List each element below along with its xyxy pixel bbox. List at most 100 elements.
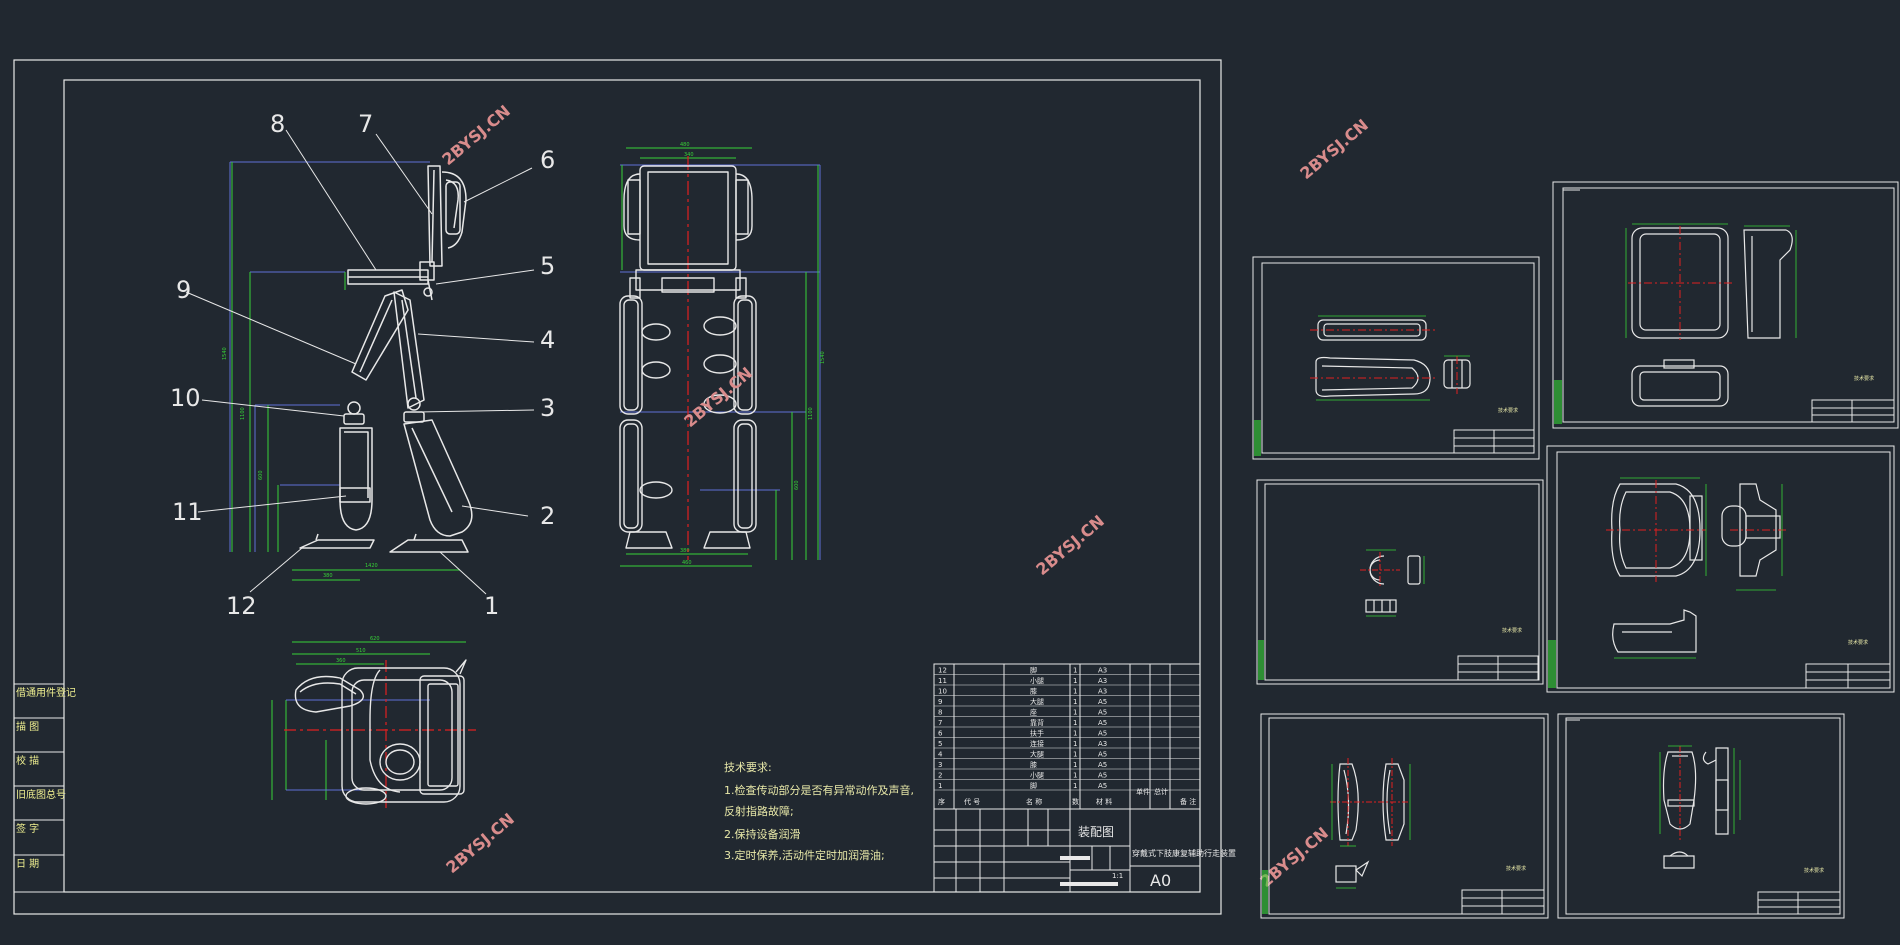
bom-cell-size: A3 [1098, 740, 1107, 748]
bom-cell-no: 3 [938, 761, 942, 769]
bom-cell-no: 2 [938, 772, 942, 780]
svg-text:620: 620 [370, 636, 380, 642]
stamp-label: 借通用件登记 [16, 686, 76, 699]
bom-cell-qty: 1 [1073, 751, 1077, 759]
detail-sheet-4: 技术要求 [1546, 445, 1895, 693]
detail-sheet-note: 技术要求 [1506, 865, 1526, 872]
bom-cell-size: A5 [1098, 761, 1107, 769]
svg-text:600: 600 [258, 470, 264, 480]
bom-cell-no: 11 [938, 677, 947, 685]
bom-cell-size: A3 [1098, 677, 1107, 685]
bom-cell-size: A3 [1098, 667, 1107, 675]
part-number: 8 [270, 110, 285, 138]
bom-header-cell: 序 [938, 797, 945, 806]
detail-sheet-note: 技术要求 [1848, 639, 1868, 646]
bom-cell-name: 脚 [1030, 781, 1037, 790]
bom-header-cell: 备 注 [1180, 797, 1196, 806]
watermark: 2BYSJ.CN [438, 101, 514, 169]
watermark: 2BYSJ.CN [1032, 511, 1108, 579]
detail-sheet-note: 技术要求 [1854, 375, 1874, 382]
bom-header-cell: 总计 [1154, 787, 1168, 796]
svg-text:1540: 1540 [820, 351, 826, 364]
detail-sheet-3: 技术要求 [1256, 479, 1544, 685]
bom-cell-size: A5 [1098, 719, 1107, 727]
svg-text:1540: 1540 [222, 347, 228, 360]
part-number: 10 [170, 384, 201, 412]
inner-frame [63, 79, 1201, 893]
svg-text:380: 380 [323, 573, 333, 579]
svg-text:340: 340 [684, 152, 694, 158]
detail-sheet-2: 技术要求 [1552, 181, 1899, 429]
detail-sheet-note: 技术要求 [1502, 627, 1522, 634]
stamp-label: 日 期 [16, 858, 39, 870]
svg-text:360: 360 [336, 658, 346, 664]
part-number: 11 [172, 498, 203, 526]
detail-sheet-note: 技术要求 [1804, 867, 1824, 874]
bom-cell-no: 4 [938, 751, 943, 759]
bom-cell-qty: 1 [1073, 772, 1077, 780]
svg-text:1100: 1100 [240, 407, 246, 420]
bom-header-cell: 代 号 [964, 797, 980, 806]
bom-cell-name: 脚 [1030, 666, 1037, 675]
part-number: 1 [484, 592, 499, 620]
bom-cell-size: A5 [1098, 772, 1107, 780]
bom-row-lines [934, 674, 1200, 791]
bom-cell-name: 扶手 [1030, 729, 1044, 738]
bom-cell-qty: 1 [1073, 719, 1077, 727]
bom-cell-qty: 1 [1073, 761, 1077, 769]
bom-cell-no: 7 [938, 719, 942, 727]
svg-text:480: 480 [680, 142, 690, 148]
stamp-label: 描 图 [16, 720, 39, 733]
bom-cell-name: 膝 [1030, 687, 1037, 696]
svg-text:460: 460 [682, 560, 692, 566]
tech-note-line: 2.保持设备润滑 [724, 827, 801, 841]
bom-cell-name: 大腿 [1030, 750, 1044, 759]
part-number: 12 [226, 592, 257, 620]
bom-cell-size: A5 [1098, 709, 1107, 717]
bom-cell-name: 膝 [1030, 760, 1037, 769]
bom-header-cell: 单件 [1136, 787, 1150, 796]
side-stamp-labels: 借通用件登记 描 图 校 描 旧底图总号 签 字 日 期 [16, 686, 76, 870]
title-block-mark [1060, 856, 1090, 860]
bom-cell-qty: 1 [1073, 667, 1077, 675]
watermark: 2BYSJ.CN [1296, 115, 1372, 183]
sheet-size: A0 [1150, 871, 1171, 890]
tech-note-line: 反射指路故障; [724, 804, 794, 818]
tech-notes-title: 技术要求: [724, 761, 772, 774]
bom-cell-name: 连接 [1030, 739, 1044, 748]
bom-cell-no: 1 [938, 782, 942, 790]
side-view: 1540 1100 600 1420 380 [170, 110, 555, 620]
svg-text:380: 380 [680, 548, 690, 554]
part-number: 7 [358, 110, 373, 138]
outer-frame [13, 59, 1222, 915]
bom-header: 序 代 号 名 称 数 材 料 单件 总计 备 注 [938, 787, 1196, 806]
part-number: 9 [176, 276, 191, 304]
scale: 1:1 [1112, 872, 1123, 880]
tech-note-line: 3.定时保养,活动件定时加润滑油; [724, 848, 885, 862]
bom-cell-qty: 1 [1073, 688, 1077, 696]
bom-header-cell: 名 称 [1026, 797, 1042, 806]
bom-cell-no: 12 [938, 667, 947, 675]
technical-requirements: 技术要求: 1.检查传动部分是否有异常动作及声音, 反射指路故障; 2.保持设备… [724, 761, 914, 862]
top-view: 620 510 360 [271, 636, 476, 808]
part-number: 2 [540, 502, 555, 530]
svg-text:1420: 1420 [365, 563, 378, 569]
bom-cell-name: 座 [1030, 708, 1037, 717]
bom-cell-no: 8 [938, 709, 942, 717]
detail-sheet-5: 技术要求 [1260, 713, 1549, 919]
drawing-name: 穿戴式下肢康复辅助行走装置 [1132, 848, 1236, 858]
bom-cell-no: 6 [938, 730, 943, 738]
bom-cell-qty: 1 [1073, 730, 1077, 738]
side-stamp [13, 683, 65, 893]
bom-cell-no: 10 [938, 688, 947, 696]
bom-cell-qty: 1 [1073, 698, 1077, 706]
bom-cell-qty: 1 [1073, 677, 1077, 685]
bom-cell-no: 9 [938, 698, 942, 706]
bom-header-cell: 材 料 [1096, 797, 1112, 806]
bom-cell-qty: 1 [1073, 709, 1077, 717]
title-block-text: 装配图 穿戴式下肢康复辅助行走装置 1:1 A0 [1078, 825, 1236, 890]
detail-sheet-1: 技术要求 [1252, 256, 1540, 460]
bom-cell-size: A5 [1098, 751, 1107, 759]
